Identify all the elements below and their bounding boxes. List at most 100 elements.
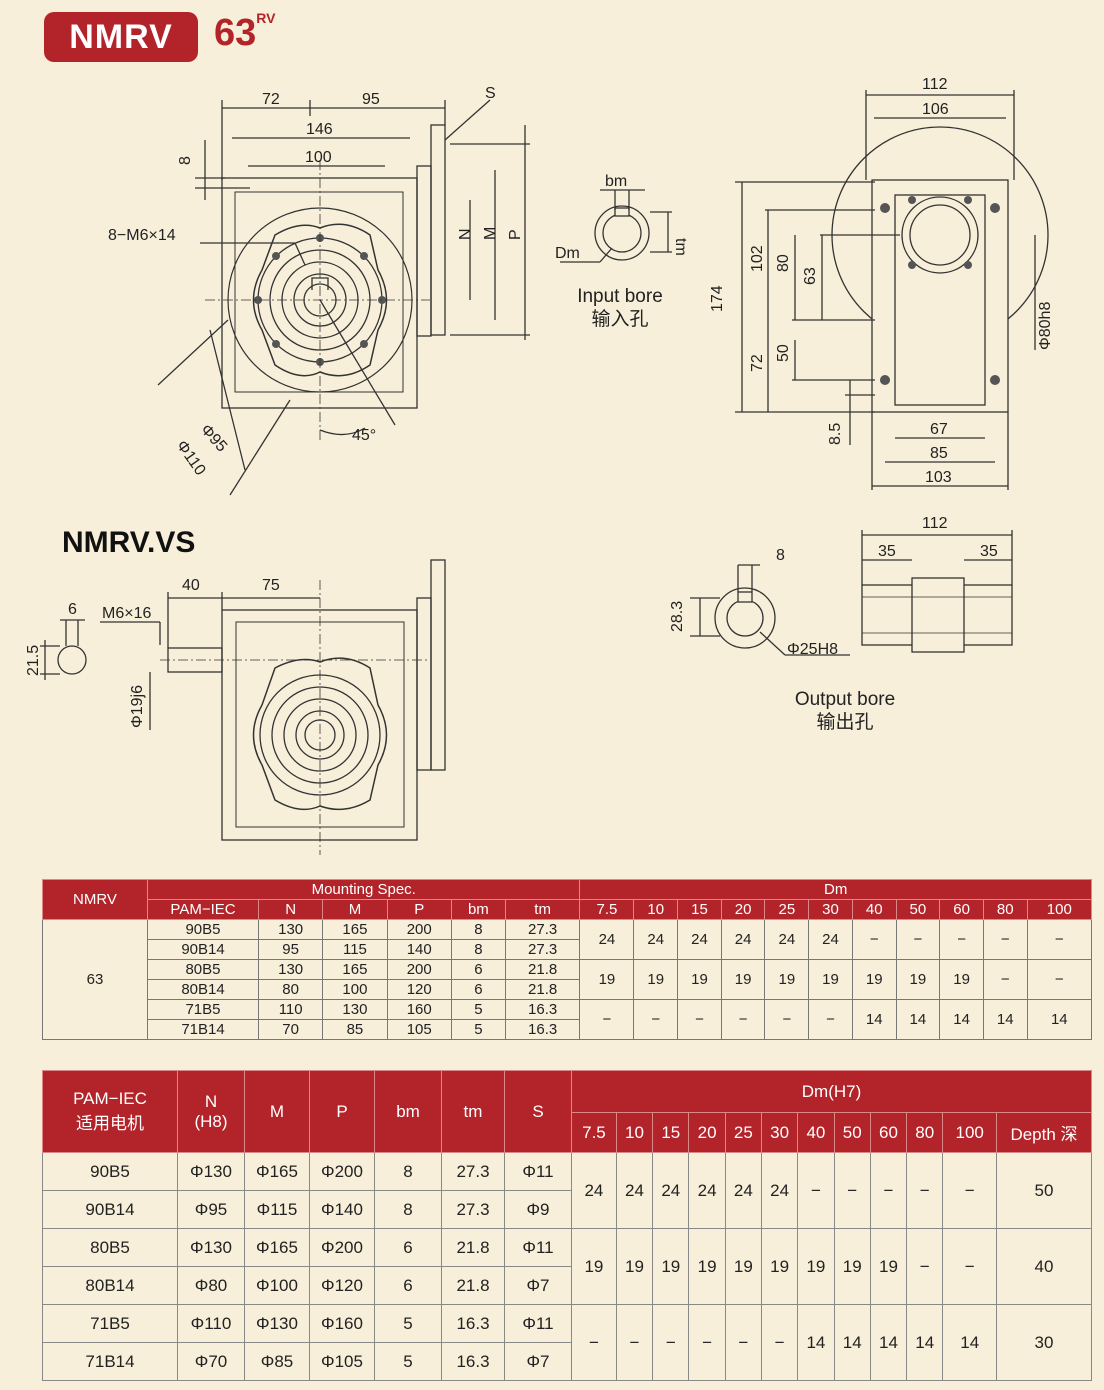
table-cell: Φ70 [177,1342,245,1381]
table-cell: 5 [450,999,506,1020]
out-dim-28-3: 28.3 [669,601,686,632]
table-cell: 90B5 [147,919,259,940]
dim-112: 112 [922,76,948,93]
dim-72-side: 72 [749,354,766,372]
t1-dm-col: 20 [720,899,766,920]
dm-cell: − [724,1304,763,1381]
table-cell: 80 [257,979,324,1000]
dm-cell: − [579,999,635,1040]
dm-cell: − [677,999,722,1040]
dim-phi110: Φ110 [173,438,209,479]
vs-title: NMRV.VS [62,526,196,559]
t1-dm-col: 25 [764,899,810,920]
dm-cell: 19 [677,959,722,1000]
dim-85: 85 [930,445,948,462]
table-cell: Φ7 [504,1266,572,1305]
dm-cell: − [652,1304,690,1381]
dm-cell: 19 [688,1228,726,1305]
table-cell: 8 [374,1152,442,1191]
input-bore-caption: Input bore 输入孔 [560,285,680,331]
dm-cell: 14 [833,1304,871,1381]
table-row: 80B5 130 165 200 6 21.8 19 19 19 19 19 1… [43,959,1093,1000]
t2-s-header: S [504,1070,572,1153]
t1-dm-col: 7.5 [579,899,635,920]
t1-dm-header: Dm [579,879,1092,900]
out-dim-35-left: 35 [878,543,896,560]
table-cell: 95 [257,939,324,960]
dm-cell: 19 [760,1228,799,1305]
dm-cell: − [797,1152,835,1229]
table-cell: 200 [386,959,452,980]
table-row: 80B5 Φ130 Φ165 Φ200 6 21.8 Φ11 19 19 19 … [42,1228,1092,1305]
table-cell: 5 [374,1304,442,1343]
table-cell: Φ7 [504,1342,572,1381]
t1-col-p: P [386,899,452,920]
table-cell: 130 [257,959,324,980]
output-bore-label-cn: 输出孔 [816,712,874,733]
dm-cell: 24 [571,1152,617,1229]
input-dm-label: Dm [555,245,580,262]
vs-dim-75: 75 [262,577,280,594]
dm-cell: 24 [579,919,635,960]
table-cell: 71B5 [42,1304,178,1343]
dm-cell: − [808,999,853,1040]
dim-phi80: Φ80h8 [1037,302,1054,350]
dim-P: P [507,229,524,240]
t1-col-pam: PAM−IEC [147,899,259,920]
dm-cell: 14 [851,999,897,1040]
table-cell: 21.8 [504,959,581,980]
table-cell: Φ160 [309,1304,375,1343]
table-row: 90B14 95 115 140 8 27.3 [43,939,1092,960]
dm-cell: 19 [851,959,897,1000]
dm-cell: − [615,1304,654,1381]
table-row: 71B14 Φ70 Φ85 Φ105 5 16.3 Φ7 [42,1342,1092,1381]
dm-cell: 19 [895,959,941,1000]
table-cell: 90B14 [147,939,259,960]
dim-103: 103 [925,469,952,486]
table-cell: 100 [322,979,388,1000]
dim-67: 67 [930,421,948,438]
dm-cell: − [1026,959,1093,1000]
t2-n-sub: (H8) [194,1111,228,1131]
vs-dim-40: 40 [182,577,200,594]
table-cell: 8 [450,939,506,960]
table-row: 71B14 70 85 105 5 16.3 [43,1019,1092,1040]
table-cell: 27.3 [504,939,581,960]
table-cell: Φ110 [177,1304,245,1343]
table-cell: 71B14 [147,1019,259,1040]
table-cell: 27.3 [441,1190,505,1229]
table-cell: Φ165 [244,1152,310,1191]
table-cell: Φ9 [504,1190,572,1229]
dm-cell: − [571,1304,617,1381]
t2-dm-col: 7.5 [571,1112,617,1153]
table-cell: 71B14 [42,1342,178,1381]
dm-cell: − [939,919,984,960]
out-dim-phi25: Φ25H8 [787,641,838,658]
table-cell: Φ95 [177,1190,245,1229]
table-cell: 6 [374,1266,442,1305]
dm-cell: 14 [797,1304,835,1381]
table-row: 71B5 110 130 160 5 16.3 − − − − − − 14 1… [43,999,1093,1040]
table-cell: 90B14 [42,1190,178,1229]
dm-cell: 19 [833,1228,871,1305]
t2-bm-header: bm [374,1070,442,1153]
table-cell: 110 [257,999,324,1020]
table-cell: 130 [257,919,324,940]
dm-cell: 24 [724,1152,763,1229]
input-flange [416,165,432,337]
output-bore-caption: Output bore 输出孔 [780,688,910,734]
table-cell: 120 [386,979,452,1000]
table-cell: 115 [322,939,388,960]
dm-cell: 24 [720,919,766,960]
technical-drawing: 72 95 146 100 8 S N M P 8−M6×14 Φ95 Φ110… [25,76,1054,855]
t2-dm-col: 60 [869,1112,908,1153]
t2-dm-col: 20 [688,1112,726,1153]
dm-cell: − [942,1228,997,1305]
table-cell: 16.3 [504,999,581,1020]
table-cell: Φ130 [177,1152,245,1191]
table-cell: Φ11 [504,1152,572,1191]
t2-dm-col: 40 [797,1112,835,1153]
table-cell: 200 [386,919,452,940]
dm-cell: − [906,1152,944,1229]
